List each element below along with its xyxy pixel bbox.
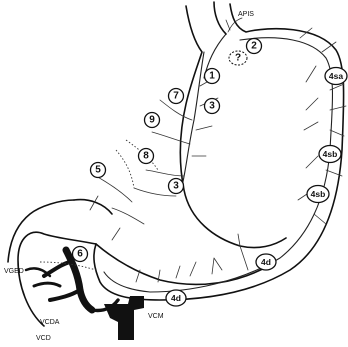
station-n4sb-upper: 4sb xyxy=(319,146,341,163)
esophagus xyxy=(214,2,242,34)
svg-text:7: 7 xyxy=(173,91,179,102)
station-n3-upper: 3 xyxy=(205,99,220,114)
station-n8: 8 xyxy=(139,149,154,164)
svg-text:4sb: 4sb xyxy=(323,149,338,159)
station-n4sa: 4sa xyxy=(325,68,347,85)
station-n6: 6 xyxy=(73,247,88,262)
label-apis: APIS xyxy=(238,11,254,18)
svg-text:4sa: 4sa xyxy=(329,71,343,81)
svg-text:1: 1 xyxy=(209,71,215,82)
station-n1: 1 xyxy=(205,69,220,84)
svg-text:4sb: 4sb xyxy=(311,189,326,199)
svg-text:3: 3 xyxy=(173,181,179,192)
lymph-node-stations: 2 ? 1 7 3 9 8 5 xyxy=(73,39,348,307)
station-unknown: ? xyxy=(229,51,247,65)
svg-text:3: 3 xyxy=(209,101,215,112)
label-vcm: VCM xyxy=(148,313,164,320)
lesser-curvature-vessels xyxy=(90,34,226,240)
svg-text:8: 8 xyxy=(143,151,149,162)
label-vged: VGED xyxy=(4,268,24,275)
station-n2: 2 xyxy=(247,39,262,54)
station-n7: 7 xyxy=(169,89,184,104)
label-vcd: VCD xyxy=(36,335,51,342)
svg-text:5: 5 xyxy=(95,165,101,176)
svg-text:4d: 4d xyxy=(171,293,181,303)
svg-text:6: 6 xyxy=(77,249,83,260)
svg-text:?: ? xyxy=(235,53,241,64)
station-n4sb-lower: 4sb xyxy=(307,186,329,203)
svg-text:2: 2 xyxy=(251,41,257,52)
svg-text:4d: 4d xyxy=(261,257,271,267)
station-n3-lower: 3 xyxy=(169,179,184,194)
station-n9: 9 xyxy=(145,113,160,128)
station-n5: 5 xyxy=(91,163,106,178)
vessel-labels: APIS VGED VCDA VCD VCM xyxy=(4,11,254,342)
station-n4d-lower: 4d xyxy=(166,290,186,306)
station-n4d-right: 4d xyxy=(256,254,276,270)
svg-text:9: 9 xyxy=(149,115,155,126)
label-vcda: VCDA xyxy=(40,319,60,326)
